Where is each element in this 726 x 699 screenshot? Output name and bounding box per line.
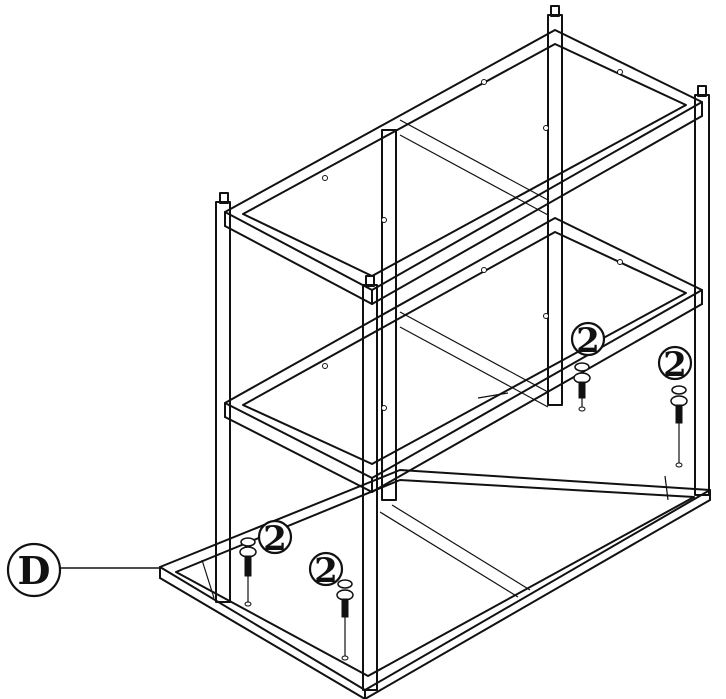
screw-1: 2 bbox=[239, 519, 293, 607]
svg-text:2: 2 bbox=[576, 321, 600, 361]
screw-4: 2 bbox=[657, 345, 693, 468]
middle-frame bbox=[224, 217, 703, 493]
screw-2: 2 bbox=[308, 551, 354, 661]
svg-text:2: 2 bbox=[663, 345, 687, 385]
svg-text:2: 2 bbox=[314, 551, 338, 591]
screw-3: 2 bbox=[570, 321, 606, 412]
part-d-circle bbox=[6, 542, 62, 598]
part-d-label: D bbox=[18, 548, 51, 593]
top-frame bbox=[224, 29, 703, 305]
vertical-posts bbox=[215, 5, 710, 691]
svg-text:2: 2 bbox=[263, 519, 287, 559]
base-frame bbox=[159, 469, 711, 699]
